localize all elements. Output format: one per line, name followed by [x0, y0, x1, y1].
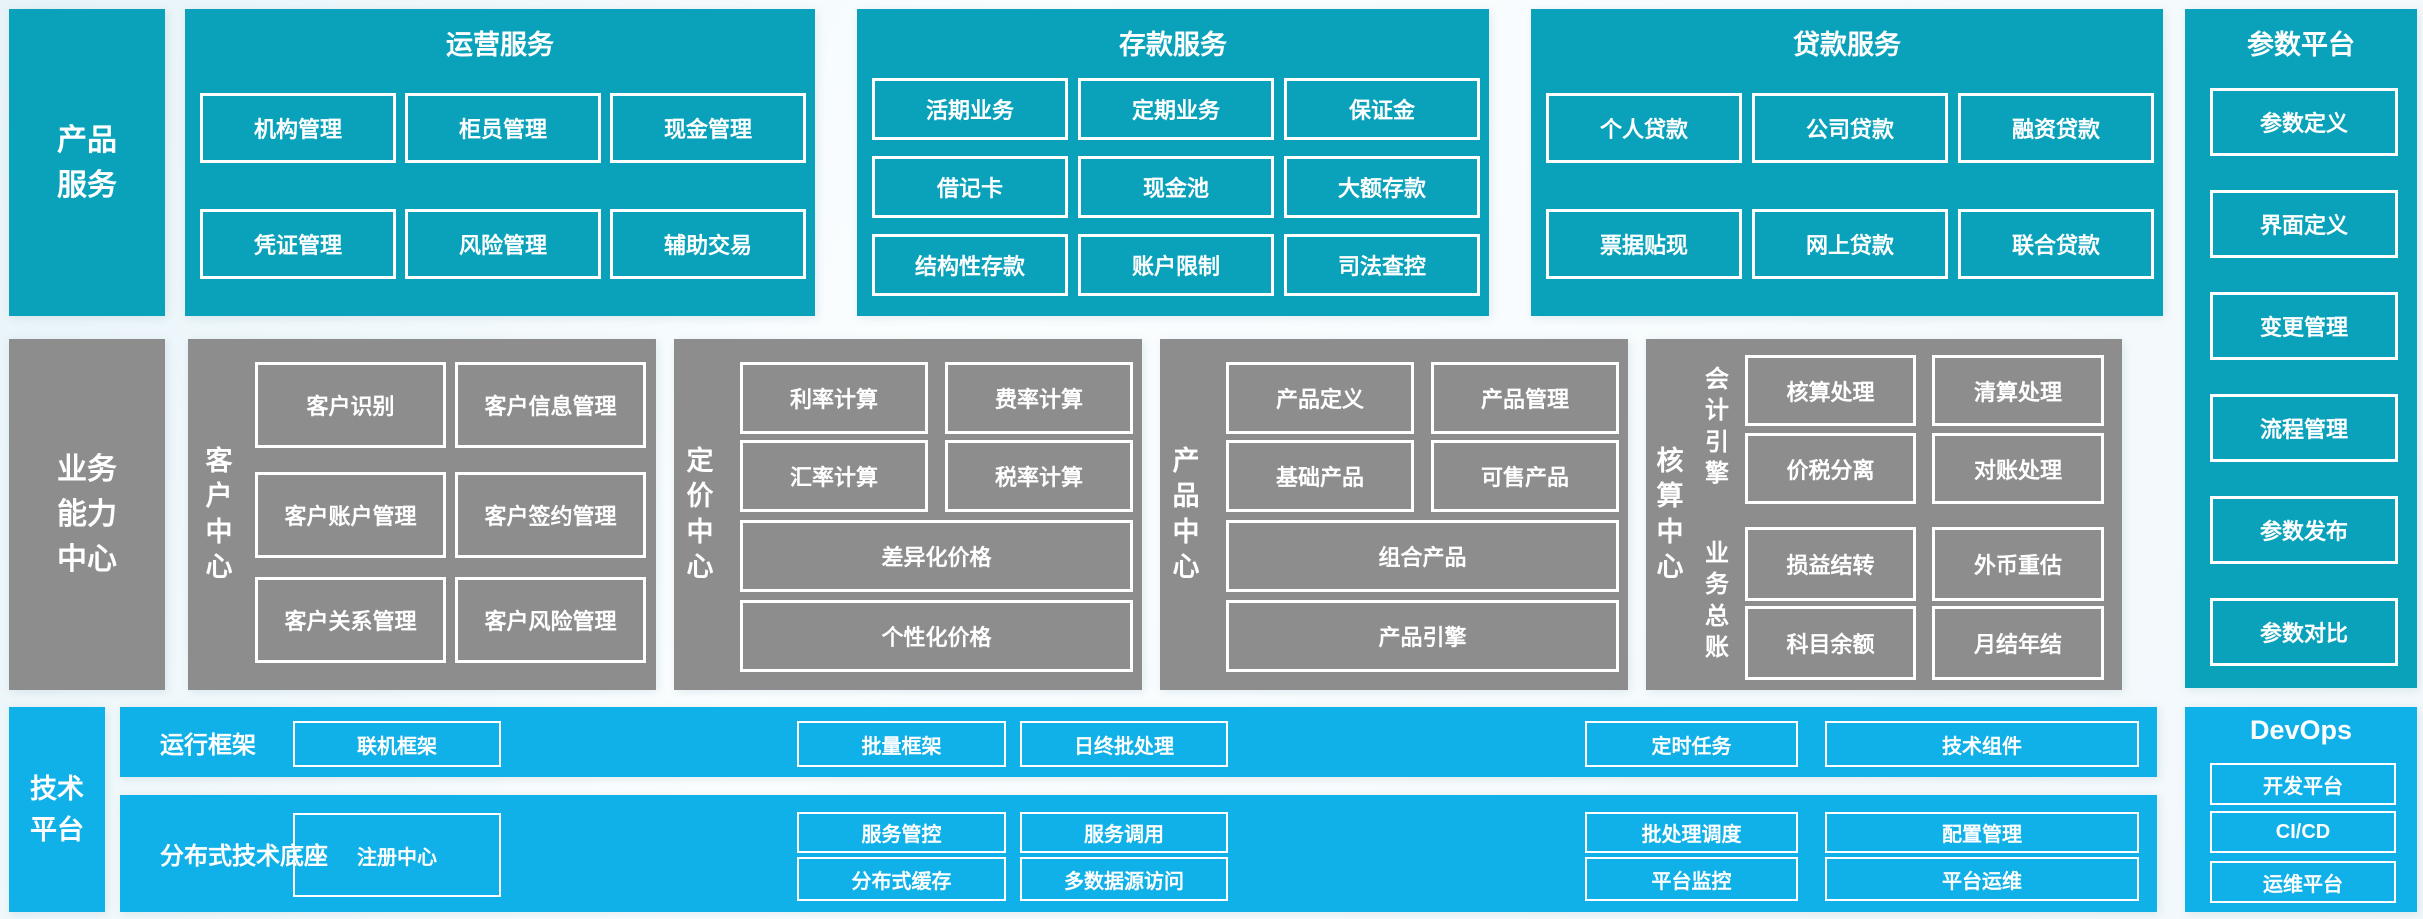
service-box-wide: 组合产品 — [1226, 520, 1619, 592]
service-box-wide: 差异化价格 — [740, 520, 1133, 592]
service-box: 科目余额 — [1745, 606, 1916, 680]
panel-vertical-label: 客户中心 — [205, 446, 233, 582]
service-box: 定时任务 — [1585, 721, 1798, 767]
service-box: 配置管理 — [1825, 812, 2139, 853]
service-box: 产品定义 — [1226, 362, 1414, 434]
service-box: 客户风险管理 — [455, 577, 646, 663]
service-box: 清算处理 — [1932, 355, 2104, 426]
panel-vertical-label: 定价中心 — [686, 446, 714, 582]
service-box: 公司贷款 — [1752, 93, 1948, 163]
bar-label: 运行框架 — [160, 731, 256, 759]
panel-operation-services: 运营服务 机构管理 柜员管理 现金管理 凭证管理 风险管理 辅助交易 — [185, 9, 815, 316]
service-box: 客户识别 — [255, 362, 446, 448]
bar-label: 分布式技术底座 — [160, 843, 328, 870]
service-box: 参数定义 — [2210, 88, 2398, 156]
service-box: 价税分离 — [1745, 433, 1916, 504]
label-technology-platform: 技术 平台 — [9, 707, 105, 912]
service-box: 大额存款 — [1284, 156, 1480, 218]
service-box: 日终批处理 — [1020, 721, 1228, 767]
panel-parameter-platform: 参数平台 参数定义 界面定义 变更管理 流程管理 参数发布 参数对比 — [2185, 9, 2417, 688]
service-box: 辅助交易 — [610, 209, 806, 279]
service-box: 联合贷款 — [1958, 209, 2154, 279]
service-box-registry: 注册中心 — [293, 813, 501, 897]
service-box: 融资贷款 — [1958, 93, 2154, 163]
service-box: 损益结转 — [1745, 527, 1916, 601]
service-box: 批量框架 — [797, 721, 1006, 767]
service-box: 风险管理 — [405, 209, 601, 279]
service-box: 现金管理 — [610, 93, 806, 163]
service-box: 凭证管理 — [200, 209, 396, 279]
panel-accounting-center: 核算中心 会计引擎 业务总账 核算处理 清算处理 价税分离 对账处理 损益结转 … — [1646, 339, 2122, 690]
service-box: 网上贷款 — [1752, 209, 1948, 279]
service-box: 客户账户管理 — [255, 472, 446, 558]
panel-title: 运营服务 — [446, 30, 554, 60]
service-box: 月结年结 — [1932, 606, 2104, 680]
service-box: 外币重估 — [1932, 527, 2104, 601]
service-box: 核算处理 — [1745, 355, 1916, 426]
service-box: 保证金 — [1284, 78, 1480, 140]
service-box: 账户限制 — [1078, 234, 1274, 296]
service-box: 服务调用 — [1020, 812, 1228, 853]
service-box: 运维平台 — [2210, 861, 2396, 903]
panel-vertical-label: 产品中心 — [1172, 446, 1200, 582]
label-business-capability-center: 业务 能力 中心 — [9, 339, 165, 690]
panel-deposit-services: 存款服务 活期业务 定期业务 保证金 借记卡 现金池 大额存款 结构性存款 账户… — [857, 9, 1489, 316]
label-product-services: 产品 服务 — [9, 9, 165, 316]
service-box: 费率计算 — [945, 362, 1133, 434]
service-box: CI/CD — [2210, 811, 2396, 853]
service-box: 平台运维 — [1825, 857, 2139, 901]
service-box: 界面定义 — [2210, 190, 2398, 258]
service-box: 司法查控 — [1284, 234, 1480, 296]
service-box: 多数据源访问 — [1020, 857, 1228, 901]
panel-vertical-label: 核算中心 — [1656, 446, 1684, 582]
panel-loan-services: 贷款服务 个人贷款 公司贷款 融资贷款 票据贴现 网上贷款 联合贷款 — [1531, 9, 2163, 316]
service-box: 可售产品 — [1431, 440, 1619, 512]
panel-devops: DevOps 开发平台 CI/CD 运维平台 — [2185, 707, 2417, 912]
service-box: 柜员管理 — [405, 93, 601, 163]
panel-title: 贷款服务 — [1793, 30, 1901, 60]
service-box: 开发平台 — [2210, 763, 2396, 805]
service-box: 票据贴现 — [1546, 209, 1742, 279]
service-box: 平台监控 — [1585, 857, 1798, 901]
service-box: 批处理调度 — [1585, 812, 1798, 853]
service-box: 定期业务 — [1078, 78, 1274, 140]
bar-runtime-framework: 运行框架 联机框架 批量框架 日终批处理 定时任务 技术组件 — [120, 707, 2157, 777]
service-box: 参数发布 — [2210, 496, 2398, 564]
panel-pricing-center: 定价中心 利率计算 费率计算 汇率计算 税率计算 差异化价格 个性化价格 — [674, 339, 1142, 690]
service-box: 服务管控 — [797, 812, 1006, 853]
bar-distributed-base: 分布式技术底座 注册中心 服务管控 服务调用 批处理调度 配置管理 分布式缓存 … — [120, 795, 2157, 912]
panel-title: 存款服务 — [1119, 30, 1227, 60]
service-box: 分布式缓存 — [797, 857, 1006, 901]
service-box-wide: 个性化价格 — [740, 600, 1133, 672]
service-box: 活期业务 — [872, 78, 1068, 140]
service-box: 客户信息管理 — [455, 362, 646, 448]
service-box: 结构性存款 — [872, 234, 1068, 296]
service-box: 技术组件 — [1825, 721, 2139, 767]
service-box: 机构管理 — [200, 93, 396, 163]
service-box: 客户关系管理 — [255, 577, 446, 663]
group-label-accounting-engine: 会计引擎 — [1705, 366, 1729, 487]
service-box: 产品管理 — [1431, 362, 1619, 434]
panel-title: 参数平台 — [2247, 30, 2355, 60]
service-box: 借记卡 — [872, 156, 1068, 218]
service-box: 联机框架 — [293, 721, 501, 767]
service-box: 汇率计算 — [740, 440, 928, 512]
service-box: 对账处理 — [1932, 433, 2104, 504]
service-box: 现金池 — [1078, 156, 1274, 218]
panel-title: DevOps — [2249, 715, 2353, 745]
service-box: 税率计算 — [945, 440, 1133, 512]
service-box: 客户签约管理 — [455, 472, 646, 558]
service-box: 参数对比 — [2210, 598, 2398, 666]
group-label-business-ledger: 业务总账 — [1705, 540, 1729, 661]
service-box: 基础产品 — [1226, 440, 1414, 512]
panel-product-center: 产品中心 产品定义 产品管理 基础产品 可售产品 组合产品 产品引擎 — [1160, 339, 1628, 690]
service-box: 个人贷款 — [1546, 93, 1742, 163]
service-box: 利率计算 — [740, 362, 928, 434]
service-box-wide: 产品引擎 — [1226, 600, 1619, 672]
panel-customer-center: 客户中心 客户识别 客户信息管理 客户账户管理 客户签约管理 客户关系管理 客户… — [188, 339, 656, 690]
service-box: 流程管理 — [2210, 394, 2398, 462]
service-box: 变更管理 — [2210, 292, 2398, 360]
